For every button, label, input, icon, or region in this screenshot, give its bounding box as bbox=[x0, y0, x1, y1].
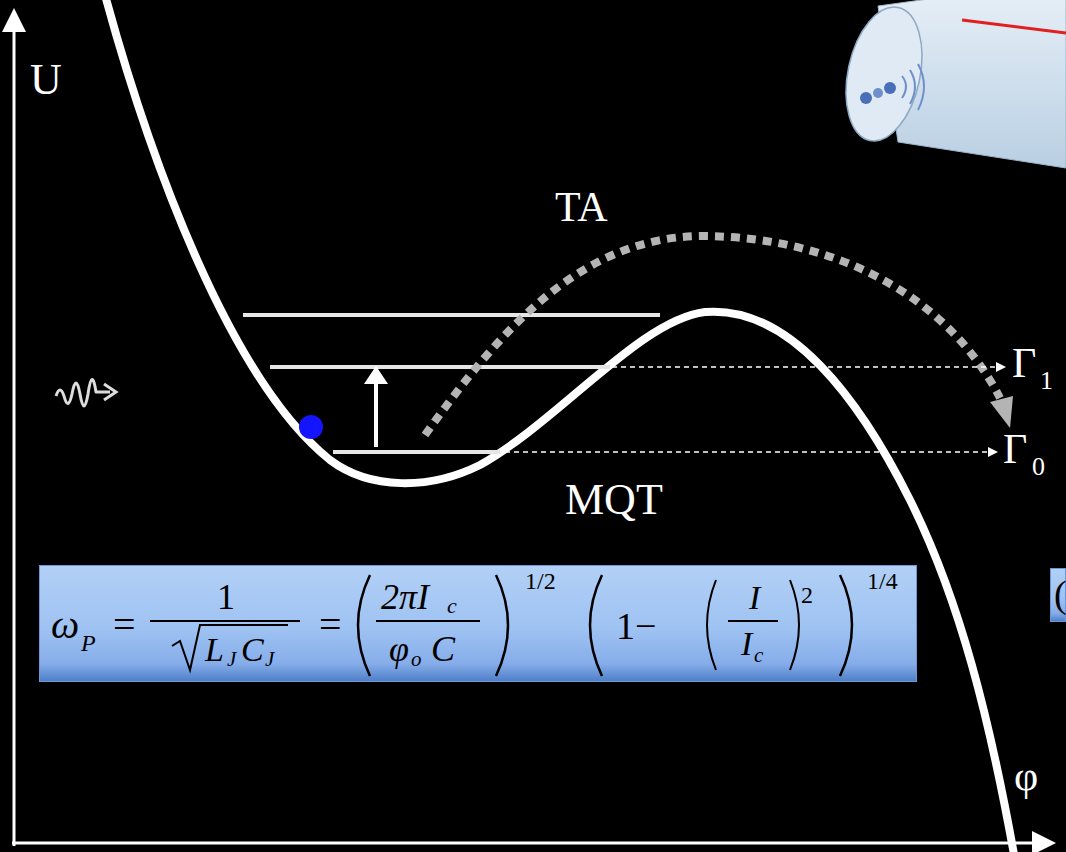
excitation-arrowhead bbox=[364, 366, 388, 384]
subscript: o bbox=[411, 647, 422, 671]
subscript-holder: c bbox=[447, 595, 457, 617]
washboard-curve bbox=[105, 0, 1015, 852]
subscript: P bbox=[81, 630, 96, 656]
symbol: I bbox=[741, 625, 752, 662]
subscript: J bbox=[265, 647, 274, 671]
microwave-symbol bbox=[56, 379, 110, 406]
u-axis bbox=[13, 14, 16, 846]
energy-level bbox=[270, 365, 610, 369]
axis-label: φ bbox=[1014, 753, 1038, 799]
process-label: TA bbox=[555, 184, 608, 230]
equals-sign-holder: = bbox=[319, 605, 342, 645]
phase-particle bbox=[299, 415, 323, 439]
subscript-holder: P bbox=[81, 631, 96, 655]
thermal-activation-arrowhead bbox=[990, 396, 1013, 428]
subscript: c bbox=[754, 643, 763, 667]
equals-sign: = bbox=[113, 602, 136, 647]
energy-level bbox=[243, 313, 660, 317]
subscript: J bbox=[227, 647, 236, 671]
equals-sign-holder: = bbox=[113, 605, 136, 645]
rate-symbol: Γ bbox=[1012, 340, 1036, 386]
excitation-arrow bbox=[374, 378, 378, 447]
symbol: φ bbox=[389, 629, 409, 669]
exponent: 1/4 bbox=[867, 568, 898, 594]
subscript: c bbox=[447, 593, 457, 618]
symbol-holder: I bbox=[749, 581, 760, 615]
equals-sign: = bbox=[319, 602, 342, 647]
energy-level bbox=[333, 450, 500, 454]
symbol: I bbox=[749, 579, 760, 616]
parenthesis-holder: ( bbox=[1054, 575, 1066, 613]
symbol-holder: C bbox=[431, 631, 455, 667]
exponent-holder: 1/2 bbox=[525, 569, 556, 593]
rate-symbol-holder: Γ bbox=[1012, 342, 1036, 384]
process-label: MQT bbox=[565, 475, 663, 524]
numerator-holder: 2πI bbox=[381, 579, 429, 615]
subscript-holder: J bbox=[265, 649, 274, 670]
rate-subscript-holder: 0 bbox=[1032, 454, 1045, 480]
axis-label: U bbox=[30, 55, 62, 104]
subscript-holder: c bbox=[754, 645, 763, 666]
tunnel-rate-arrow bbox=[505, 451, 996, 453]
symbol: C bbox=[241, 631, 264, 668]
cavity-picture bbox=[835, 0, 1066, 168]
term-holder: 1− bbox=[616, 607, 656, 645]
numerator: 2πI bbox=[381, 577, 429, 617]
rate-subscript: 1 bbox=[1040, 366, 1053, 395]
exponent: 1/2 bbox=[525, 568, 556, 594]
symbol-holder: C bbox=[241, 633, 264, 667]
subscript-holder: o bbox=[411, 649, 422, 670]
symbol: ω bbox=[51, 602, 79, 647]
rate-symbol-holder: Γ bbox=[1003, 428, 1027, 470]
symbol-holder: φ bbox=[389, 631, 409, 667]
rate-subscript: 0 bbox=[1032, 452, 1045, 481]
exponent-holder: 1/4 bbox=[867, 569, 898, 593]
phi-axis bbox=[12, 842, 1050, 845]
symbol-holder: ω bbox=[51, 605, 79, 645]
rate-subscript-holder: 1 bbox=[1040, 368, 1053, 394]
axis-label-holder: φ bbox=[1014, 755, 1038, 797]
symbol-holder: I bbox=[741, 627, 752, 661]
formula-box-partial: ( bbox=[1050, 568, 1066, 622]
exponent-holder: 2 bbox=[801, 583, 813, 607]
numerator: 1 bbox=[217, 577, 235, 617]
symbol: C bbox=[431, 629, 455, 669]
tunnel-rate-arrow bbox=[612, 366, 1004, 368]
process-label-holder: TA bbox=[555, 186, 608, 228]
symbol-holder: L bbox=[205, 633, 224, 667]
axis-label-holder: U bbox=[30, 58, 62, 102]
thermal-activation-path bbox=[425, 236, 1000, 435]
formula-box: ωP=1LJCJ=2πIcφoC1/21−IIc21/4 bbox=[39, 565, 917, 682]
parenthesis: ( bbox=[1054, 573, 1066, 615]
symbol: L bbox=[205, 631, 224, 668]
numerator-holder: 1 bbox=[217, 579, 235, 615]
rate-symbol: Γ bbox=[1003, 426, 1027, 472]
subscript-holder: J bbox=[227, 649, 236, 670]
microwave-arrowhead bbox=[104, 384, 116, 400]
process-label-holder: MQT bbox=[565, 478, 663, 522]
exponent: 2 bbox=[801, 582, 813, 608]
term: 1− bbox=[616, 605, 656, 647]
